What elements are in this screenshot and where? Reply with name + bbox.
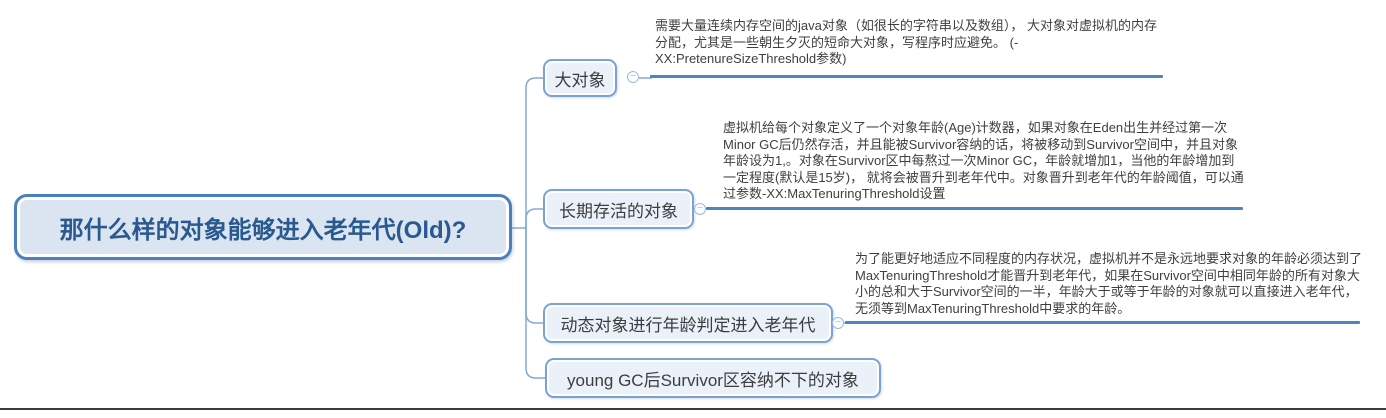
note-underline <box>650 75 1163 78</box>
note-underline <box>845 321 1360 324</box>
collapse-toggle-icon[interactable]: − <box>694 203 706 215</box>
branch-topic-label: 动态对象进行年龄判定进入老年代 <box>560 315 816 335</box>
branch-topic-label: 长期存活的对象 <box>559 201 678 221</box>
branch-topic-long-lived[interactable]: 长期存活的对象 <box>543 189 694 229</box>
connector-branch-long-lived <box>525 208 543 228</box>
root-topic[interactable]: 那什么样的对象能够进入老年代(Old)? <box>14 194 512 260</box>
canvas-bottom-rule <box>0 408 1386 410</box>
connector-branch-dynamic-age <box>525 228 543 324</box>
note-underline <box>706 207 1243 210</box>
connector-branch-large-object <box>525 77 543 228</box>
note-text-long-lived[interactable]: 虚拟机给每个对象定义了一个对象年龄(Age)计数器，如果对象在Eden出生并经过… <box>723 120 1244 201</box>
note-text-dynamic-age[interactable]: 为了能更好地适应不同程度的内存状况，虚拟机并不是永远地要求对象的年龄必须达到了M… <box>855 251 1363 316</box>
collapse-toggle-icon[interactable]: − <box>627 71 639 83</box>
note-text-large-object[interactable]: 需要大量连续内存空间的java对象（如很长的字符串以及数组）， 大对象对虚拟机的… <box>655 18 1157 66</box>
branch-topic-label: young GC后Survivor区容纳不下的对象 <box>567 370 859 390</box>
root-topic-label: 那什么样的对象能够进入老年代(Old)? <box>59 216 467 244</box>
branch-topic-label: 大对象 <box>554 70 606 90</box>
branch-topic-large-object[interactable]: 大对象 <box>543 59 617 97</box>
branch-topic-young-gc[interactable]: young GC后Survivor区容纳不下的对象 <box>545 358 881 398</box>
connector-branch-young-gc <box>525 228 545 379</box>
collapse-toggle-icon[interactable]: − <box>832 317 844 329</box>
branch-topic-dynamic-age[interactable]: 动态对象进行年龄判定进入老年代 <box>543 303 833 343</box>
